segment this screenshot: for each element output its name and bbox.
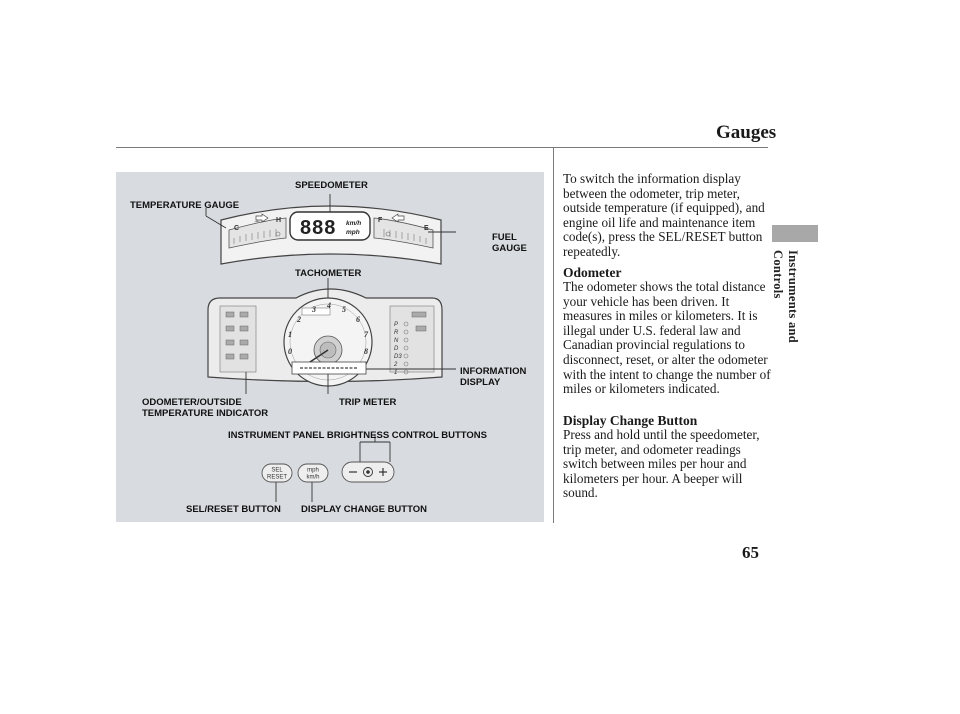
display-change-heading: Display Change Button	[563, 413, 698, 428]
left-indicator-panel	[219, 305, 257, 373]
svg-text:SEL: SEL	[271, 468, 283, 474]
svg-text:D3: D3	[394, 354, 402, 360]
svg-text:4: 4	[326, 301, 331, 310]
page-title: Gauges	[716, 122, 777, 143]
svg-text:⊥: ⊥	[254, 217, 260, 224]
svg-text:5: 5	[342, 305, 346, 314]
callout-tachometer: TACHOMETER	[295, 268, 362, 279]
odometer-paragraph: The odometer shows the total distance yo…	[563, 279, 771, 397]
callout-speedometer: SPEEDOMETER	[295, 180, 368, 191]
tach-numbers: 0 1 2 3 4 5 6 7 8	[288, 301, 369, 356]
instrument-panel-illustration: C ⊥ H F E 888 km/h mph 0 1 2 3 4 5 6 7	[205, 194, 456, 502]
svg-text:1: 1	[288, 330, 292, 339]
page-number: 65	[742, 543, 759, 562]
svg-text:C: C	[234, 225, 239, 232]
brightness-icon	[363, 467, 373, 477]
svg-text:0: 0	[288, 347, 292, 356]
header-rule	[116, 147, 768, 148]
svg-text:P: P	[394, 322, 398, 328]
svg-text:7: 7	[364, 330, 369, 339]
callout-display-change-button: DISPLAY CHANGE BUTTON	[301, 504, 427, 515]
svg-text:km/h: km/h	[306, 475, 319, 481]
svg-text:E: E	[424, 225, 429, 232]
intro-paragraph: To switch the information display betwee…	[563, 171, 765, 259]
svg-text:R: R	[394, 330, 399, 336]
right-turn-arrow	[391, 213, 405, 223]
callout-information-display-line1: INFORMATION	[460, 366, 527, 377]
section-tab	[772, 225, 818, 242]
svg-text:1: 1	[394, 370, 397, 376]
speed-unit-mph: mph	[346, 229, 360, 236]
svg-text:N: N	[394, 338, 399, 344]
display-change-button	[297, 463, 329, 483]
svg-text:3: 3	[311, 305, 316, 314]
fuel-gauge-bar	[373, 217, 434, 249]
instrument-panel-figure: C ⊥ H F E 888 km/h mph 0 1 2 3 4 5 6 7	[116, 172, 544, 522]
callout-odometer-line1: ODOMETER/OUTSIDE	[142, 397, 242, 408]
odometer-heading: Odometer	[563, 265, 622, 280]
svg-text:RESET: RESET	[267, 475, 287, 481]
display-change-paragraph: Press and hold until the speedometer, tr…	[563, 427, 760, 501]
speed-unit-kmh: km/h	[346, 220, 361, 227]
svg-text:D: D	[394, 346, 399, 352]
svg-text:H: H	[276, 217, 281, 224]
callout-fuel-gauge-line2: GAUGE	[492, 243, 527, 254]
svg-text:2: 2	[393, 362, 398, 368]
sel-reset-button	[261, 463, 293, 483]
svg-text:8: 8	[364, 347, 368, 356]
callout-brightness-buttons: INSTRUMENT PANEL BRIGHTNESS CONTROL BUTT…	[228, 430, 487, 441]
section-label: Instruments and Controls	[771, 250, 800, 344]
svg-text:6: 6	[356, 315, 360, 324]
column-divider	[553, 147, 554, 523]
temperature-gauge-ticks	[233, 229, 277, 244]
svg-text:F: F	[378, 217, 383, 224]
callout-fuel-gauge-line1: FUEL	[492, 232, 517, 243]
gear-indicator: P R N D D3 2 1	[393, 322, 402, 376]
callout-odometer-line2: TEMPERATURE INDICATOR	[142, 408, 269, 419]
leader-lines	[205, 194, 456, 502]
callout-temperature-gauge: TEMPERATURE GAUGE	[130, 200, 240, 211]
callout-sel-reset-button: SEL/RESET BUTTON	[186, 504, 281, 515]
svg-text:mph: mph	[307, 468, 319, 474]
svg-text:2: 2	[296, 315, 301, 324]
temperature-gauge-bar	[228, 217, 287, 249]
callout-information-display-line2: DISPLAY	[460, 377, 501, 388]
speed-digits: 888	[300, 217, 336, 239]
callout-trip-meter: TRIP METER	[339, 397, 397, 408]
tach-sub-display	[301, 307, 331, 316]
left-turn-arrow	[255, 213, 269, 223]
warning-lamps	[225, 311, 427, 360]
